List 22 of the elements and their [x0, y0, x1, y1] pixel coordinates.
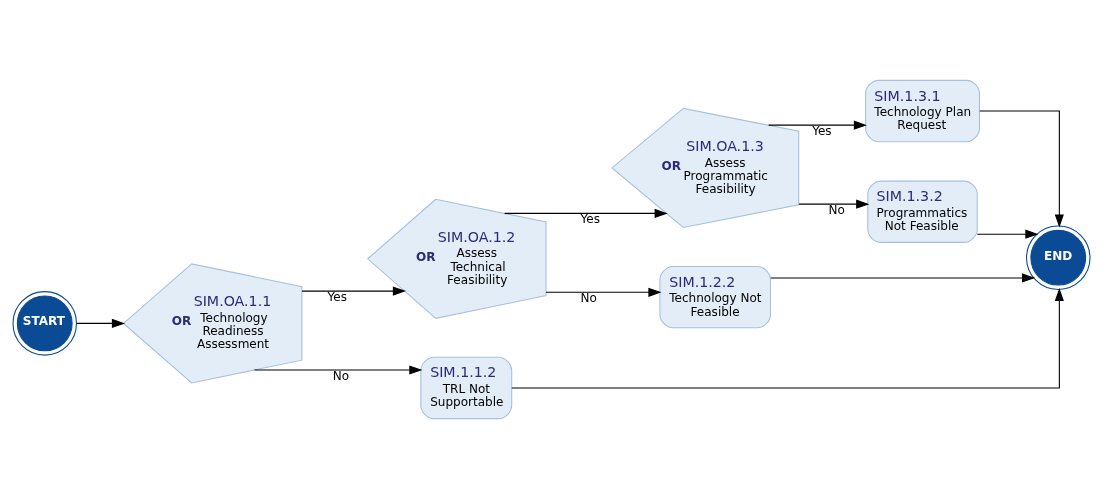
edge-label: Yes [327, 289, 348, 304]
arrow [976, 229, 1039, 239]
arrow [798, 199, 870, 209]
arrow [253, 365, 423, 375]
arrow [511, 287, 1064, 389]
arrow [768, 120, 867, 130]
arrow [770, 273, 1036, 283]
edge-label: No [828, 202, 845, 217]
node-box: SIM.1.2.2 Technology Not Feasible [659, 265, 772, 329]
edge-label: Yes [812, 123, 832, 138]
node-box: SIM.1.3.2 Programmatics Not Feasible [867, 180, 978, 243]
node-box: SIM.1.3.1 Technology Plan Request [865, 79, 980, 143]
edge-label: No [580, 290, 597, 305]
arrow [504, 208, 668, 218]
arrow [545, 287, 662, 297]
node-circle: START [12, 291, 78, 356]
edge-label: No [332, 368, 350, 383]
arrow [979, 110, 1064, 228]
edge-label: Yes [580, 212, 600, 227]
arrow [301, 286, 406, 296]
node-box: SIM.1.1.2 TRL Not Supportable [420, 356, 513, 420]
arrow [76, 318, 126, 328]
